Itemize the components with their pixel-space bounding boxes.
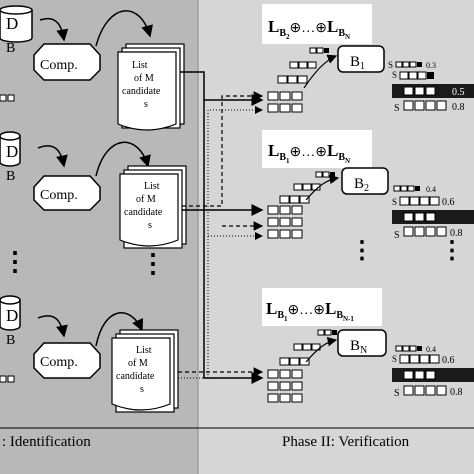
score-mid: 0.6: [442, 197, 455, 208]
list-line-2: of M: [128, 358, 148, 369]
score-bottom: 0.8: [450, 228, 463, 239]
verifier-box: [337, 329, 387, 357]
comp-box: [33, 175, 101, 211]
list-line-4: s: [148, 220, 152, 231]
ellipsis-middle: ⋮: [140, 249, 166, 278]
verifier-label: B1: [350, 54, 365, 72]
svg-text:S: S: [392, 354, 397, 364]
database-icon: [0, 5, 33, 43]
phase2-label: Phase II: Verification: [282, 434, 410, 450]
formula-2: LB1⊕…⊕LBN: [268, 141, 350, 165]
verifier-block-2: LB1⊕…⊕LBN B2 0.4 S 0.6 S 0.8: [262, 130, 474, 241]
list-line-4: s: [140, 384, 144, 395]
list-line-4: s: [144, 99, 148, 110]
verifier-label: B2: [354, 176, 369, 194]
database-sub: B: [6, 41, 15, 56]
comp-label: Comp.: [40, 58, 78, 73]
score-mid: 0.6: [442, 355, 455, 366]
formula-box: [262, 4, 372, 44]
score-bottom: 0.8: [452, 102, 465, 113]
svg-text:S: S: [394, 388, 400, 399]
list-line-3: candidate: [124, 207, 163, 218]
candidate-list-doc: [117, 51, 177, 131]
ellipsis-verifier-left: ⋮: [350, 238, 374, 264]
verifier-label: BN: [350, 338, 367, 356]
comp-label: Comp.: [40, 188, 78, 203]
list-line-1: List: [132, 60, 148, 71]
svg-text:S: S: [392, 70, 397, 80]
formula-3: LB1⊕…⊕LBN-1: [266, 299, 354, 323]
identification-row-3: D B Comp. List of M candidate s: [0, 295, 179, 413]
score-mid: 0.5: [452, 87, 465, 98]
database-sub: B: [6, 169, 15, 184]
candidate-list-doc: [119, 173, 179, 247]
database-letter: D: [6, 142, 18, 161]
identification-row-2: D B Comp. List of M candidate s: [0, 131, 187, 249]
comp-to-list-arrow: [95, 10, 153, 47]
database-sub: B: [6, 333, 15, 348]
score-bottom: 0.8: [450, 387, 463, 398]
score-top: 0.4: [426, 185, 436, 194]
formula-1: LB2⊕…⊕LBN: [268, 17, 350, 41]
phase2-background: [198, 0, 474, 474]
verifier-block-n: LB1⊕…⊕LBN-1 BN 0.4 S 0.6 S 0.8: [262, 288, 474, 403]
score-top: 0.4: [426, 345, 436, 354]
database-letter: D: [6, 14, 18, 33]
list-line-1: List: [136, 345, 152, 356]
verifier-box: [341, 167, 389, 195]
comp-label: Comp.: [40, 355, 78, 370]
comp-box: [33, 43, 101, 81]
svg-text:S: S: [388, 60, 393, 70]
phase1-label: : Identification: [2, 434, 91, 450]
list-line-2: of M: [134, 73, 154, 84]
ellipsis-left: ⋮: [2, 247, 28, 276]
svg-text:S: S: [394, 103, 400, 114]
formula-box: [262, 288, 382, 326]
score-top: 0.3: [426, 61, 436, 70]
db-to-comp-arrow: [39, 17, 69, 42]
formula-box: [262, 130, 372, 168]
ellipsis-verifier-right: ⋮: [440, 238, 464, 264]
list-line-3: candidate: [122, 86, 161, 97]
list-line-3: candidate: [116, 371, 155, 382]
list-line-1: List: [144, 181, 160, 192]
list-line-2: of M: [136, 194, 156, 205]
candidate-list-doc: [111, 337, 171, 411]
svg-text:S: S: [394, 230, 400, 241]
comp-box: [33, 342, 101, 379]
verifier-block-1: LB2⊕…⊕LBN B1 S 0.3 S 0.5 S 0.8: [262, 4, 474, 114]
database-letter: D: [6, 306, 18, 325]
svg-text:S: S: [392, 197, 397, 207]
connector-lines: [178, 71, 264, 384]
identification-row-1: D B Comp. List of M candidate s: [0, 5, 185, 131]
verifier-box: [337, 45, 385, 73]
